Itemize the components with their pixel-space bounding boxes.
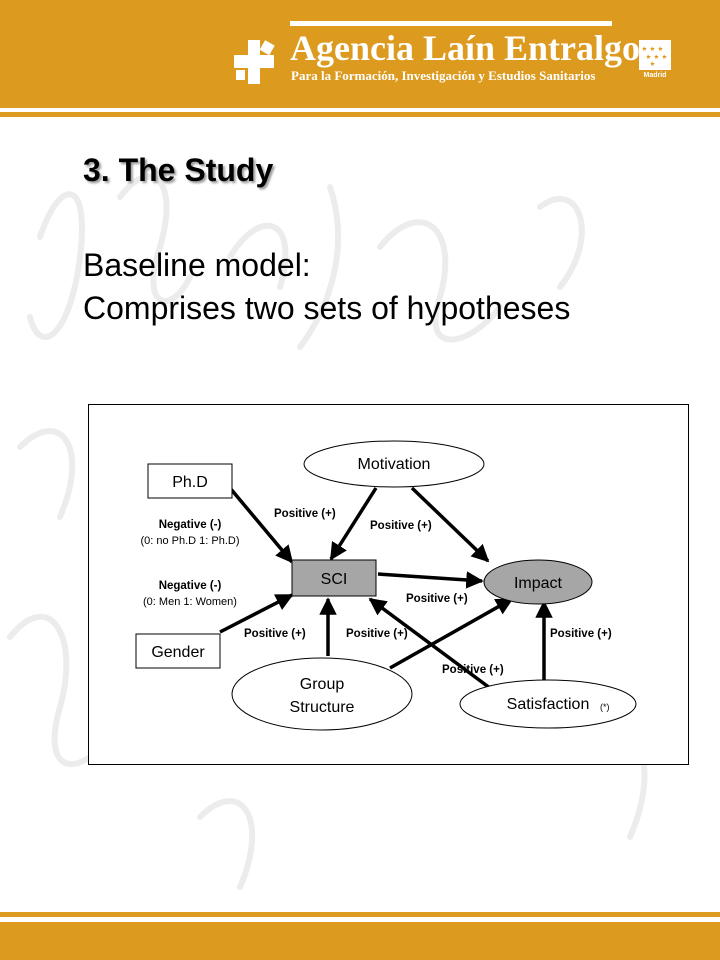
- node-satisfaction-note: (*): [600, 702, 610, 712]
- label-group-sci: Positive (+): [346, 628, 408, 640]
- label-satisfaction-impact: Positive (+): [550, 628, 612, 640]
- node-phd: [147, 463, 233, 499]
- label-satisfaction-sci: Positive (+): [442, 664, 504, 676]
- label-phd-sci-sign: Negative (-): [159, 519, 222, 531]
- subtitle-line-1: Baseline model:: [83, 247, 311, 283]
- label-motivation-sci: Positive (+): [274, 508, 336, 520]
- brand-subtitle: Para la Formación, Investigación y Estud…: [291, 68, 596, 83]
- footer-rule: [0, 912, 720, 917]
- node-group-structure: [231, 657, 413, 731]
- label-phd-coding: (0: no Ph.D 1: Ph.D): [140, 535, 239, 547]
- node-motivation-label: Motivation: [358, 456, 431, 473]
- node-impact: [483, 559, 593, 605]
- header-underline: [0, 112, 720, 117]
- node-group-label-2: Structure: [290, 699, 355, 716]
- node-gender-label: Gender: [151, 644, 205, 661]
- edge-motivation-sci: [329, 487, 378, 561]
- node-motivation: [303, 440, 485, 488]
- edge-satisfaction-sci: [368, 597, 500, 696]
- label-gender-coding: (0: Men 1: Women): [143, 596, 237, 608]
- label-gender-sci-sign: Negative (-): [159, 580, 222, 592]
- edge-group-impact: [389, 597, 514, 670]
- node-satisfaction-label: Satisfaction: [507, 696, 590, 713]
- agency-cross-logo-icon: [234, 40, 275, 84]
- node-sci-label: SCI: [321, 571, 348, 588]
- label-sci-impact: Positive (+): [406, 593, 468, 605]
- footer-bar: [0, 922, 720, 960]
- label-motivation-impact: Positive (+): [370, 520, 432, 532]
- edge-phd-sci: [228, 486, 294, 564]
- node-group-label-1: Group: [300, 676, 345, 693]
- subtitle-line-2: Comprises two sets of hypotheses: [83, 290, 571, 326]
- brand-title: Agencia Laín Entralgo: [290, 28, 641, 68]
- edge-motivation-impact: [410, 486, 490, 563]
- madrid-region-logo-icon: [639, 40, 671, 70]
- header-bar: [0, 0, 720, 108]
- node-sci: [291, 559, 377, 597]
- node-satisfaction: [459, 679, 637, 729]
- node-gender: [135, 633, 221, 669]
- edge-gender-sci: [219, 593, 294, 634]
- hypotheses-diagram: Ph.D Gender Motivation SCI Impact Group …: [88, 404, 689, 765]
- edge-sci-impact: [377, 571, 484, 589]
- node-phd-label: Ph.D: [172, 474, 208, 491]
- slide-subtitle: Baseline model: Comprises two sets of hy…: [83, 244, 570, 330]
- node-impact-label: Impact: [514, 575, 563, 592]
- header-rule: [290, 21, 612, 26]
- label-gender-link: Positive (+): [244, 628, 306, 640]
- section-title: 3. The Study: [83, 152, 274, 188]
- region-mark: Madrid: [643, 72, 667, 79]
